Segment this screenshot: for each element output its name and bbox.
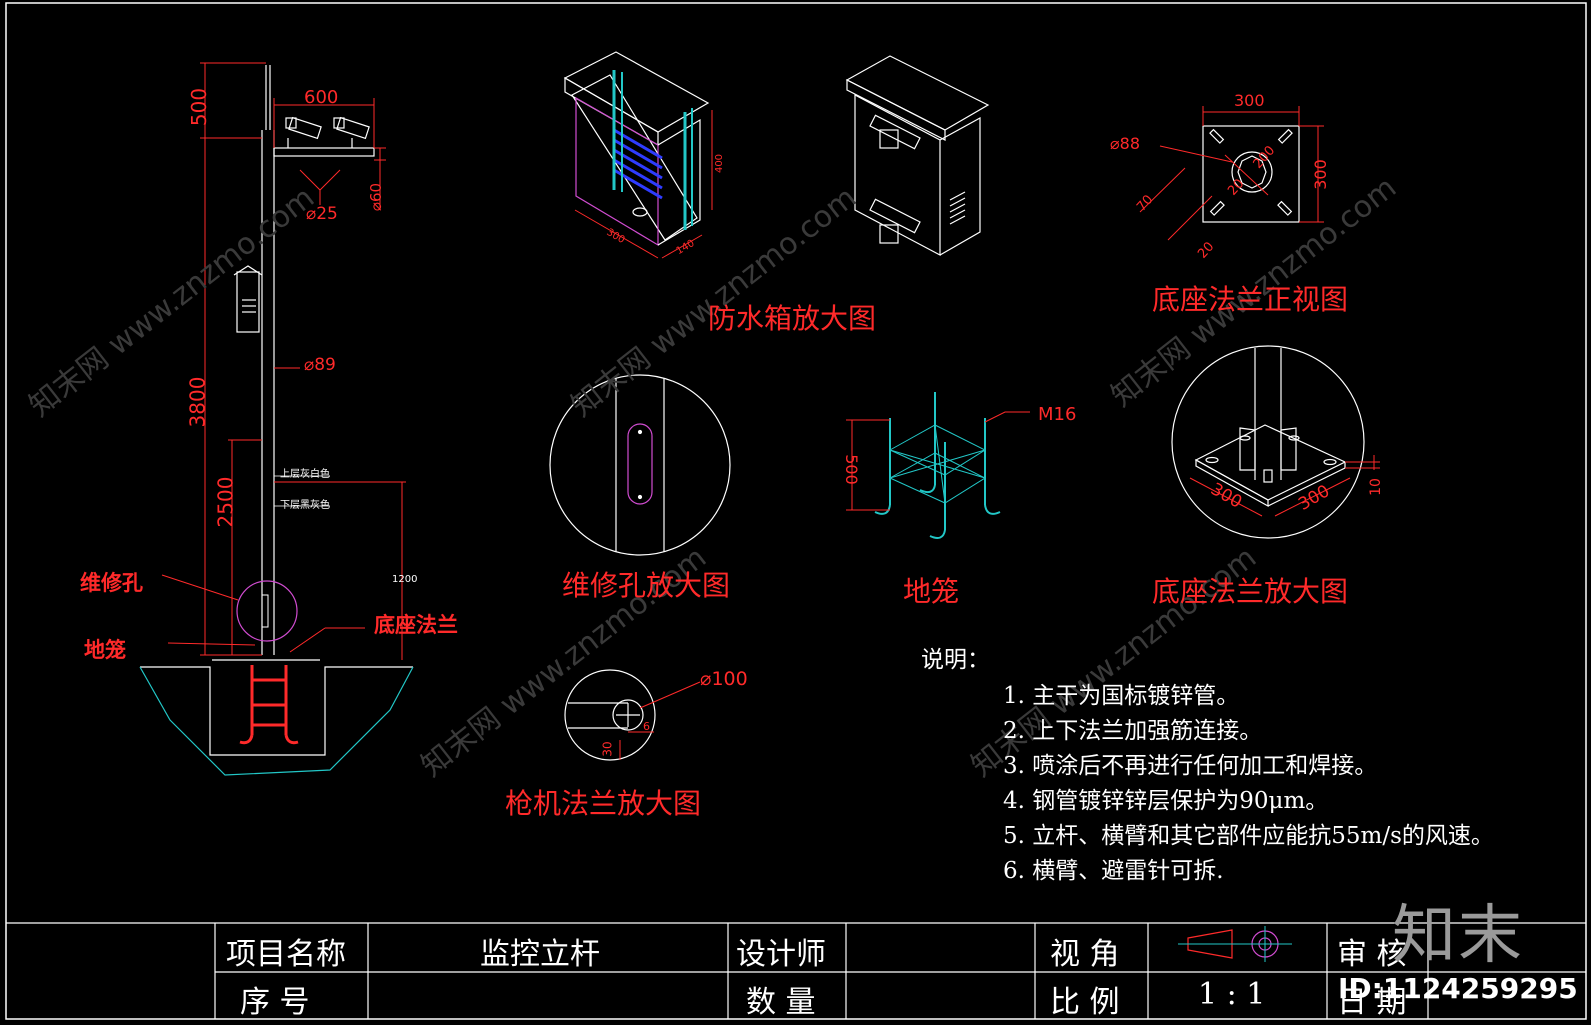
- tb-project-label: 项目名称: [226, 937, 346, 972]
- gun-dim-w: 30: [600, 741, 615, 757]
- brand-logo: 知末: [1392, 899, 1524, 973]
- main-dimensions: [161, 62, 406, 660]
- cage-dim-bolt: M16: [1038, 404, 1077, 425]
- ground-cage-detail: [846, 392, 1030, 539]
- dim-depth: 1200: [392, 574, 418, 585]
- flange-dim-height: 300: [1310, 159, 1330, 190]
- note-item: 2. 上下法兰加强筋连接。: [1003, 718, 1263, 744]
- notes-heading: 说明：: [921, 647, 990, 673]
- waterproof-box-open: [563, 51, 713, 259]
- label-repair-hole: 维修孔: [80, 571, 143, 595]
- note-item: 6. 横臂、避雷针可拆.: [1003, 858, 1224, 884]
- note-item: 3. 喷涂后不再进行任何加工和焊接。: [1003, 753, 1378, 779]
- title-block-grid: [6, 922, 1586, 1019]
- gun-dim-h: 6: [643, 720, 650, 733]
- note-item: 1. 主干为国标镀锌管。: [1003, 683, 1240, 709]
- band-upper: 上层灰白色: [280, 469, 330, 480]
- tb-project-value: 监控立杆: [480, 937, 600, 972]
- label-ground-cage: 地笼: [84, 638, 126, 662]
- base-flange-detail: [1171, 345, 1380, 539]
- tb-scale-value: 1 : 1: [1198, 977, 1266, 1012]
- caption-ground-cage: 地笼: [903, 575, 960, 608]
- cage-dim-height: 500: [841, 454, 861, 485]
- band-lower: 下层黑灰色: [280, 500, 330, 511]
- dim-shaft: 3800: [185, 376, 210, 428]
- main-pole: [139, 65, 414, 776]
- caption-repair-hole: 维修孔放大图: [562, 569, 731, 602]
- caption-flange-front: 底座法兰正视图: [1152, 283, 1349, 316]
- gun-dim-dia: ⌀100: [700, 668, 748, 690]
- flange-dim-width: 300: [1234, 91, 1265, 110]
- tb-scale-label: 比 例: [1050, 985, 1120, 1020]
- tb-designer-label: 设计师: [736, 937, 826, 972]
- tb-qty-label: 数 量: [746, 985, 816, 1020]
- tb-view-label: 视 角: [1050, 937, 1120, 972]
- waterproof-box-closed: [845, 55, 990, 256]
- main-ground-cage: [239, 665, 299, 745]
- dim-top: 500: [187, 87, 212, 127]
- flange-dim-hole: ⌀88: [1110, 134, 1140, 153]
- dim-pole-dia: ⌀89: [304, 355, 336, 375]
- dim-arm: 600: [304, 87, 339, 108]
- caption-base-flange: 底座法兰放大图: [1152, 575, 1349, 608]
- dim-lower: 2500: [213, 476, 238, 528]
- camera-left-icon: [285, 116, 322, 140]
- gun-flange-detail: [564, 669, 701, 761]
- caption-gun-flange: 枪机法兰放大图: [505, 787, 702, 820]
- label-base-flange: 底座法兰: [374, 613, 458, 637]
- dim-mount-dia: ⌀25: [306, 204, 338, 224]
- box-dim-h: 400: [714, 153, 726, 174]
- caption-waterproof-box: 防水箱放大图: [708, 302, 877, 335]
- brand-id: ID:1124259295: [1338, 972, 1578, 1005]
- tb-date-label: 日 期: [1337, 985, 1407, 1020]
- base-dim-t: 10: [1367, 478, 1384, 496]
- note-item: 5. 立杆、横臂和其它部件应能抗55m/s的风速。: [1003, 823, 1494, 849]
- dim-mount-h: ⌀60: [367, 182, 386, 212]
- repair-hole-detail: [549, 374, 731, 556]
- drawing-frame: [5, 2, 1587, 1020]
- projection-symbol-icon: [1178, 926, 1292, 962]
- tb-review-label: 审 核: [1337, 937, 1407, 972]
- note-item: 4. 钢管镀锌锌层保护为90μm。: [1003, 788, 1329, 814]
- tb-serial-label: 序 号: [240, 985, 310, 1020]
- flange-front-view: [1139, 106, 1324, 241]
- camera-right-icon: [333, 116, 370, 140]
- repair-hole-marker: [236, 580, 298, 642]
